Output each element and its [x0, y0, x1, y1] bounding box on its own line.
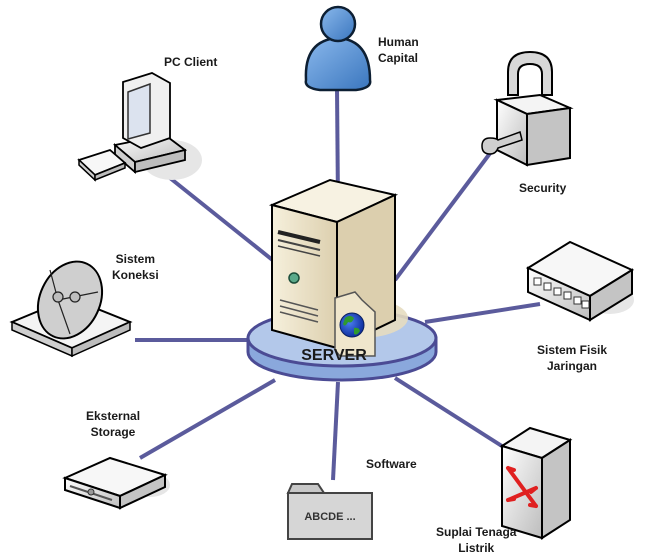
connector-sistem-fisik-jaringan [424, 302, 541, 324]
connector-eksternal-storage [138, 378, 277, 460]
padlock-icon[interactable] [481, 50, 574, 167]
network-switch-icon[interactable] [525, 240, 635, 322]
server-icon[interactable] [268, 178, 399, 357]
label-suplai-tenaga-listrik: Suplai Tenaga Listrik [436, 525, 517, 555]
label-eksternal-storage: Eksternal Storage [86, 409, 141, 439]
crossed-arrows-icon [506, 466, 538, 508]
pc-client-icon[interactable] [77, 72, 202, 182]
connector-security [393, 138, 502, 282]
software-folder-text: ABCDE ... [304, 511, 355, 523]
label-sistem-koneksi: Sistem Koneksi [112, 252, 159, 282]
software-folder-icon[interactable]: ABCDE ... [286, 483, 373, 540]
label-software: Software [366, 457, 417, 471]
label-sistem-fisik-jaringan: Sistem Fisik Jaringan [537, 343, 608, 373]
server-label: SERVER [301, 347, 367, 364]
satellite-dish-icon[interactable] [9, 251, 133, 358]
label-pc-client: PC Client [164, 55, 218, 69]
external-storage-icon[interactable] [62, 456, 170, 510]
connector-suplai-tenaga-listrik [393, 376, 507, 450]
power-supply-icon[interactable] [499, 426, 573, 540]
person-icon[interactable] [304, 5, 372, 92]
label-security: Security [519, 181, 567, 195]
connector-software [331, 381, 340, 481]
label-human-capital: Human Capital [378, 35, 419, 65]
key-icon [481, 131, 523, 155]
connector-pc-client [168, 176, 287, 272]
